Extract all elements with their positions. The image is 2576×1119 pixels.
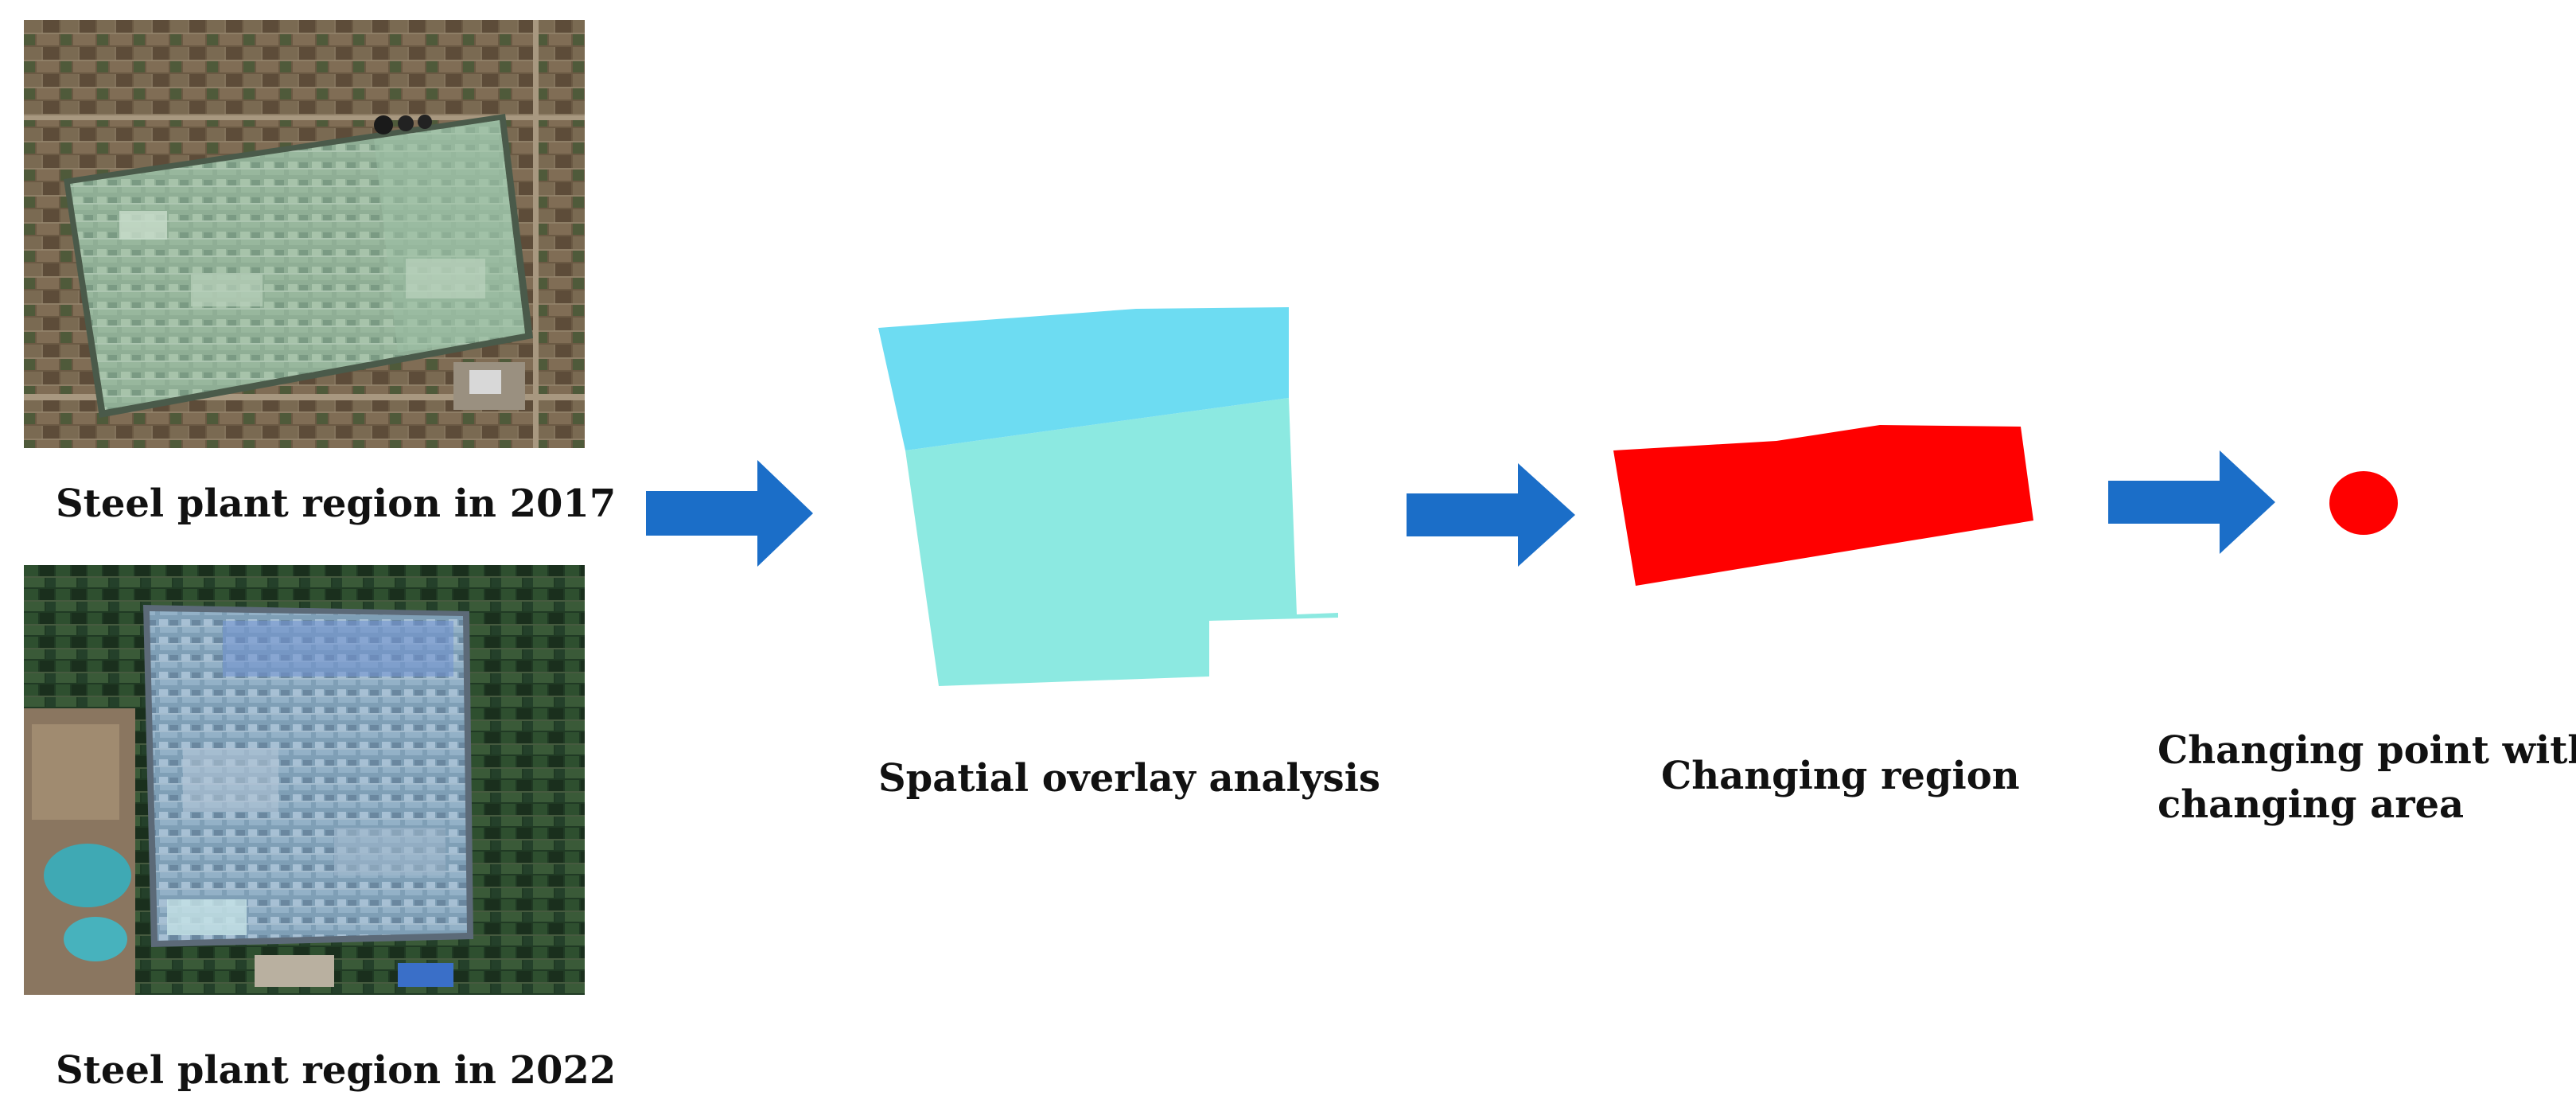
satellite-image-2017	[24, 20, 585, 448]
changing-region-polygon	[1613, 422, 2043, 589]
caption-2022: Steel plant region in 2022	[56, 1048, 617, 1093]
arrow-right-icon	[1407, 463, 1575, 567]
overlay-polygon	[875, 294, 1344, 692]
arrow-right-icon	[646, 460, 813, 567]
caption-changing-point-line2: changing area	[2158, 782, 2465, 827]
caption-changing-region: Changing region	[1661, 754, 2020, 798]
satellite-image-2022	[24, 565, 585, 995]
caption-overlay: Spatial overlay analysis	[878, 756, 1380, 801]
caption-changing-point-line1: Changing point with	[2158, 728, 2576, 773]
caption-2017: Steel plant region in 2017	[56, 482, 617, 526]
changing-point-dot	[2329, 471, 2398, 535]
arrow-right-icon	[2108, 450, 2275, 554]
